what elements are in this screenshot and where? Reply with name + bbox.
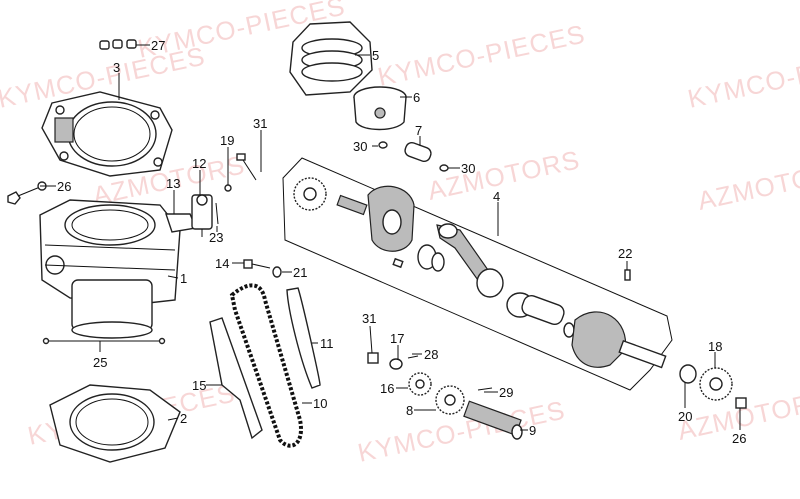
head-gasket-drawing <box>41 91 173 177</box>
callout-30-left: 30 <box>353 139 367 154</box>
callout-8: 8 <box>406 403 413 418</box>
gears-drawing <box>408 372 523 440</box>
callout-6: 6 <box>413 90 420 105</box>
bolt-14-drawing <box>243 259 282 278</box>
callout-22: 22 <box>618 246 632 261</box>
callout-16: 16 <box>380 381 394 396</box>
callout-13: 13 <box>166 176 180 191</box>
callout-11: 11 <box>320 336 334 351</box>
tensioner-drawing <box>165 194 213 237</box>
callout-5: 5 <box>372 48 379 63</box>
right-gear-drawing <box>679 364 747 409</box>
callout-25: 25 <box>93 355 107 370</box>
callout-labels: 27 3 26 1 25 2 5 6 7 30 30 4 22 12 13 19… <box>57 38 746 446</box>
piston-pin-drawing <box>378 141 449 172</box>
callout-27: 27 <box>151 38 165 53</box>
crankshaft-drawing <box>293 177 667 369</box>
leader-lines <box>40 44 741 431</box>
callout-21: 21 <box>293 265 307 280</box>
callout-29: 29 <box>499 385 513 400</box>
callout-9: 9 <box>529 423 536 438</box>
chain-guides-drawing <box>209 287 321 440</box>
stud-drawing <box>42 337 166 345</box>
watermark-kymco-3: KYMCO-PIECES <box>375 19 588 92</box>
callout-10: 10 <box>313 396 327 411</box>
bolt-left-drawing <box>7 181 47 205</box>
callout-17: 17 <box>390 331 404 346</box>
piston-rings-drawing <box>289 21 373 96</box>
watermark-azmotors-2: AZMOTORS <box>425 144 583 206</box>
callout-20: 20 <box>678 409 692 424</box>
base-gasket-drawing <box>49 384 181 463</box>
lower-center-parts-drawing <box>367 352 419 370</box>
callout-31-top: 31 <box>253 116 267 131</box>
piston-drawing <box>353 86 407 131</box>
watermark-azmotors-3: AZMOTORS <box>695 154 800 216</box>
cylinder-drawing <box>39 199 181 339</box>
callout-23: 23 <box>209 230 223 245</box>
callout-30-right: 30 <box>461 161 475 176</box>
dowel-pins-drawing <box>99 39 137 50</box>
small-bolts-drawing <box>215 153 257 225</box>
callout-4: 4 <box>493 189 500 204</box>
callout-15: 15 <box>192 378 206 393</box>
callout-2: 2 <box>180 411 187 426</box>
callout-26-left: 26 <box>57 179 71 194</box>
callout-14: 14 <box>215 256 229 271</box>
callout-19: 19 <box>220 133 234 148</box>
watermark-kymco-4: KYMCO-PIECES <box>685 41 800 114</box>
callout-7: 7 <box>415 123 422 138</box>
callout-31-bottom: 31 <box>362 311 376 326</box>
callout-28: 28 <box>424 347 438 362</box>
callout-18: 18 <box>708 339 722 354</box>
callout-1: 1 <box>180 271 187 286</box>
callout-3: 3 <box>113 60 120 75</box>
cam-chain-drawing <box>229 283 303 448</box>
callout-26-right: 26 <box>732 431 746 446</box>
callout-12: 12 <box>192 156 206 171</box>
